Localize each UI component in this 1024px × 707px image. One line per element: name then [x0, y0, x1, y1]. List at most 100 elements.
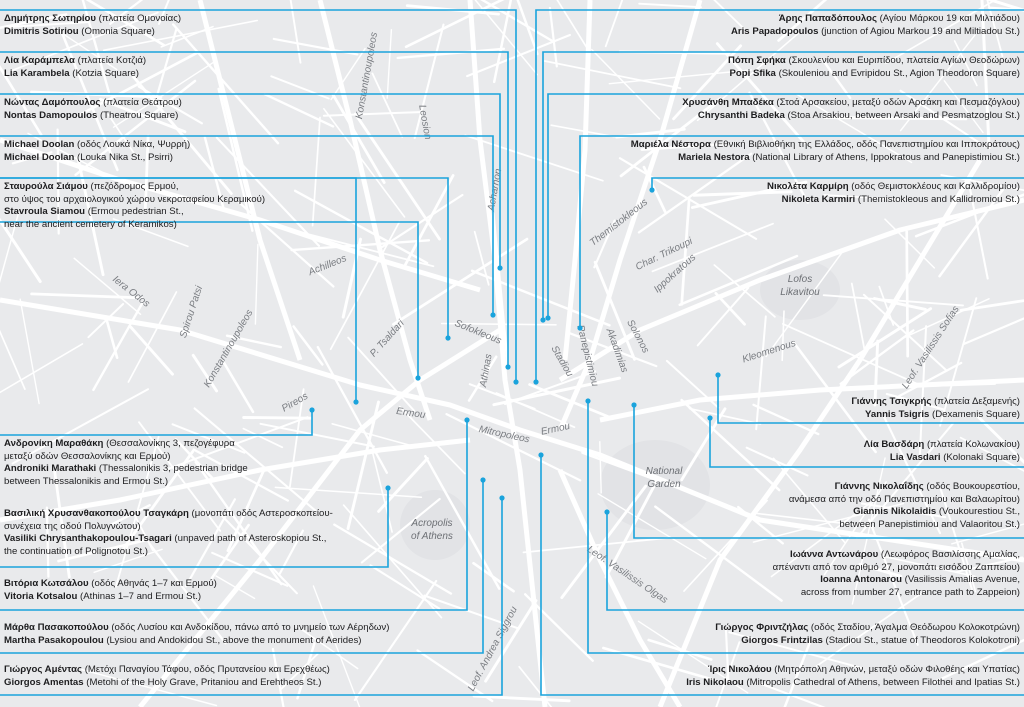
callout-entry-left[interactable]: Βιτόρια Κωτσάλου (οδός Αθηνάς 1–7 και Ερ… — [4, 578, 217, 603]
entry-name-english: Iris Nikolaou — [686, 676, 744, 688]
entry-name-greek: Λία Καράμπελα — [4, 55, 75, 66]
callout-entry-right[interactable]: Γιάννης Τσιγκρής (πλατεία Δεξαμενής) Yan… — [851, 396, 1020, 421]
street — [137, 85, 203, 125]
open-area — [400, 490, 470, 560]
entry-name-english: Aris Papadopoulos — [730, 25, 819, 37]
entry-location-english: (Theatrou Square) — [97, 109, 179, 121]
callout-entry-right[interactable]: Λία Βασδάρη (πλατεία Κολωνακίου) Lia Vas… — [864, 439, 1020, 464]
location-marker-dot[interactable] — [631, 402, 637, 408]
leader-line — [0, 488, 389, 568]
callout-entry-left[interactable]: Σταυρούλα Σιάμου (πεζόδρομος Ερμού, στο … — [4, 181, 265, 231]
location-marker-dot[interactable] — [499, 495, 505, 501]
street — [975, 414, 1024, 465]
location-marker-dot[interactable] — [577, 325, 583, 331]
street — [98, 97, 187, 134]
street — [883, 416, 942, 535]
location-marker-dot[interactable] — [513, 379, 519, 385]
street — [472, 561, 515, 593]
street — [73, 257, 142, 316]
callout-entry-right[interactable]: Γιάννης Νικολαΐδης (οδός Βουκουρεστίου, … — [789, 481, 1020, 531]
street — [543, 60, 682, 90]
street — [696, 32, 800, 122]
street — [728, 631, 862, 669]
street — [171, 23, 280, 145]
avenue — [197, 0, 303, 361]
street — [398, 405, 466, 475]
leader-line — [0, 177, 357, 402]
street — [782, 322, 919, 385]
callout-entry-right[interactable]: Άρης Παπαδόπουλος (Αγίου Μάρκου 19 και Μ… — [731, 13, 1020, 38]
street — [216, 510, 298, 595]
street — [604, 0, 624, 48]
location-marker-dot[interactable] — [538, 452, 544, 458]
callout-entry-right[interactable]: Πόπη Σφήκα (Σκουλενίου και Ευριπίδου, πλ… — [728, 55, 1020, 80]
street — [878, 285, 895, 326]
location-marker-dot[interactable] — [707, 415, 713, 421]
entry-location-greek: (οδός Σταδίου, Άγαλμα Θεόδωρου Κολοκοτρώ… — [808, 622, 1020, 633]
street — [548, 6, 558, 68]
street — [75, 51, 200, 118]
street — [330, 47, 366, 101]
street — [423, 594, 520, 630]
location-marker-dot[interactable] — [604, 509, 610, 515]
entry-location-english: (Voukourestiou St., — [936, 506, 1020, 518]
street — [263, 92, 335, 128]
street — [171, 423, 246, 454]
callout-entry-left[interactable]: Michael Doolan (οδός Λουκά Νίκα, Ψυρρή) … — [4, 139, 190, 164]
entry-name-greek: Γιώργος Φριντζήλας — [715, 622, 809, 633]
callout-entry-left[interactable]: Λία Καράμπελα (πλατεία Κοτζιά) Lia Karam… — [4, 55, 146, 80]
location-marker-dot[interactable] — [497, 265, 503, 271]
callout-entry-left[interactable]: Μάρθα Πασακοπούλου (οδός Λυσίου και Ανδο… — [4, 622, 389, 647]
location-marker-dot[interactable] — [533, 379, 539, 385]
location-marker-dot[interactable] — [445, 335, 451, 341]
location-marker-dot[interactable] — [309, 407, 315, 413]
entry-location-english-cont: across from number 27, entrance path to … — [800, 586, 1020, 598]
location-marker-dot[interactable] — [715, 372, 721, 378]
callout-entry-right[interactable]: Μαριέλα Νέστορα (Εθνική Βιβλιοθήκη της Ε… — [631, 139, 1020, 164]
entry-location-english-cont: the continuation of Polignotou St.) — [4, 545, 149, 557]
street — [755, 315, 767, 431]
leader-line — [535, 9, 1024, 382]
callout-entry-left[interactable]: Γιώργος Αμέντας (Μετόχι Παναγίου Τάφου, … — [4, 664, 330, 689]
street — [92, 301, 144, 392]
callout-entry-right[interactable]: Χρυσάνθη Μπαδέκα (Στοά Αρσακείου, μεταξύ… — [682, 97, 1020, 122]
street — [467, 355, 498, 402]
location-marker-dot[interactable] — [505, 364, 511, 370]
location-marker-dot[interactable] — [649, 187, 655, 193]
callout-entry-right[interactable]: Νικολέτα Καρμίρη (οδός Θεμιστοκλέους και… — [767, 181, 1020, 206]
callout-entry-right[interactable]: Ίρις Νικολάου (Μητρόπολη Αθηνών, μεταξύ … — [686, 664, 1020, 689]
callout-entry-left[interactable]: Δημήτρης Σωτηρίου (πλατεία Ομονοίας) Dim… — [4, 13, 181, 38]
location-marker-dot[interactable] — [385, 485, 391, 491]
street — [855, 422, 955, 539]
location-marker-dot[interactable] — [490, 312, 496, 318]
street — [396, 47, 506, 60]
location-marker-dot[interactable] — [353, 399, 359, 405]
location-marker-dot[interactable] — [545, 315, 551, 321]
entry-location-greek: (Αγίου Μάρκου 19 και Μιλτιάδου) — [876, 13, 1020, 24]
street — [0, 21, 91, 29]
leader-line — [606, 512, 1024, 611]
entry-location-greek-cont: ανάμεσα από την οδό Πανεπιστημίου και Βα… — [788, 493, 1020, 505]
location-marker-dot[interactable] — [585, 398, 591, 404]
callout-entry-left[interactable]: Νώντας Δαμόπουλος (πλατεία Θεάτρου) Nont… — [4, 97, 182, 122]
entry-name-english: Lia Karambela — [4, 67, 70, 79]
callout-entry-right[interactable]: Γιώργος Φριντζήλας (οδός Σταδίου, Άγαλμα… — [715, 622, 1020, 647]
location-marker-dot[interactable] — [415, 375, 421, 381]
location-marker-dot[interactable] — [480, 477, 486, 483]
entry-location-greek-cont: μεταξύ οδών Θεσσαλονίκης και Ερμού) — [4, 450, 171, 462]
location-marker-dot[interactable] — [464, 417, 470, 423]
callout-entry-left[interactable]: Ανδρονίκη Μαραθάκη (Θεσσαλονίκης 3, πεζο… — [4, 438, 248, 488]
street — [680, 398, 781, 492]
entry-name-greek: Michael Doolan — [4, 139, 75, 150]
entry-location-greek: (πλατεία Δεξαμενής) — [931, 396, 1020, 407]
street — [484, 599, 538, 683]
callout-entry-left[interactable]: Βασιλική Χρυσανθακοπούλου Τσαγκάρη (μονο… — [4, 508, 333, 558]
street — [491, 212, 510, 368]
callout-entry-right[interactable]: Ιωάννα Αντωνάρου (Λεωφόρος Βασιλίσσης Αμ… — [773, 549, 1020, 599]
street — [215, 136, 321, 247]
leader-line — [587, 401, 1024, 654]
location-marker-dot[interactable] — [540, 317, 546, 323]
street — [329, 220, 401, 351]
